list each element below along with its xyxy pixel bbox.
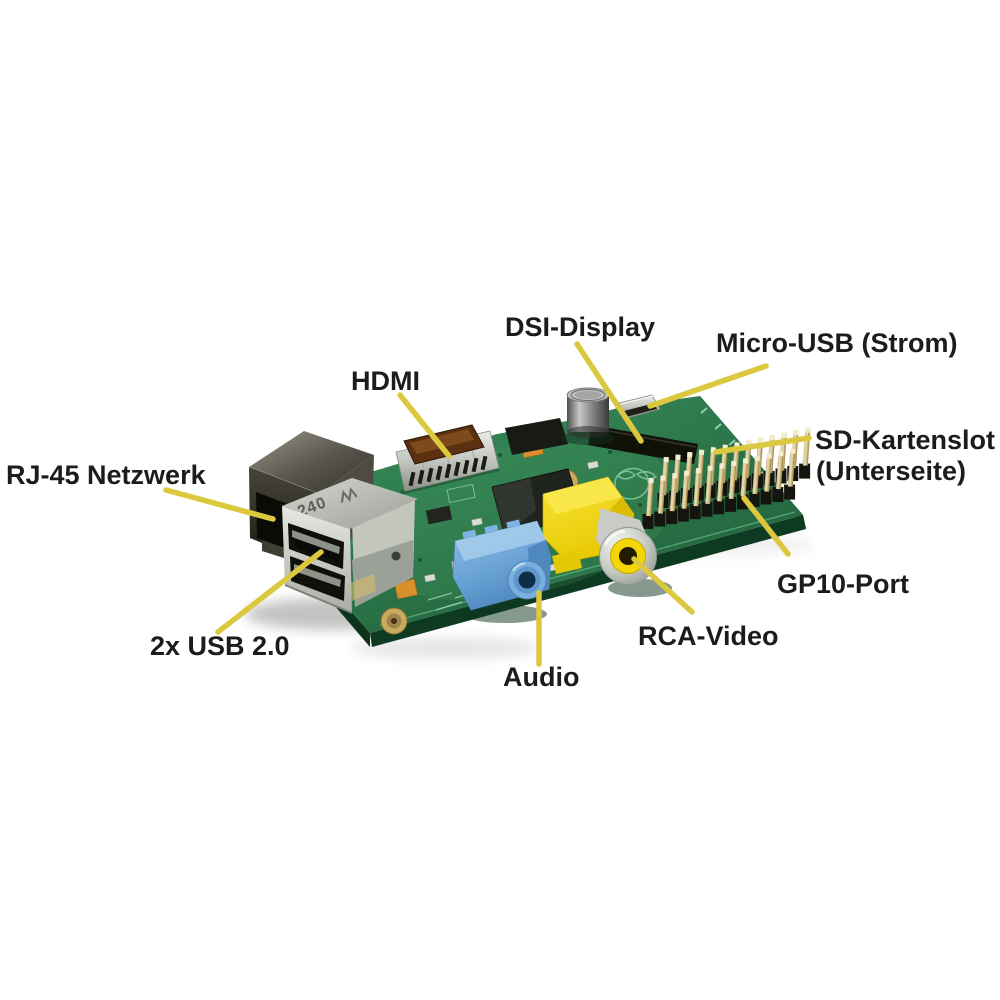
- gpio-pin: [642, 477, 654, 529]
- dsi-connector-edge: [591, 427, 697, 448]
- gpio-pin: [725, 460, 737, 512]
- dsi-connector: [588, 425, 698, 464]
- gpio-pin: [713, 463, 725, 515]
- audio-connector: [452, 519, 552, 623]
- gpio-pin: [654, 475, 666, 527]
- gpio-pin-header: [642, 427, 811, 529]
- gpio-pin: [784, 448, 796, 500]
- label-sd-line1: SD-Kartenslot: [815, 425, 995, 455]
- leader-rj45: [163, 487, 276, 522]
- annotation-labels: RJ-45 Netzwerk 2x USB 2.0 HDMI DSI-Displ…: [6, 312, 995, 692]
- capacitor: [562, 387, 614, 445]
- label-rca: RCA-Video: [638, 621, 779, 651]
- rca-video-connector: [542, 476, 672, 597]
- label-hdmi: HDMI: [351, 366, 420, 396]
- label-gpio: GP10-Port: [777, 569, 909, 599]
- gpio-pin: [701, 465, 713, 517]
- hdmi-pins: [408, 455, 488, 487]
- gpio-pin: [666, 473, 678, 525]
- gpio-pin: [736, 458, 749, 510]
- label-usb: 2x USB 2.0: [150, 631, 290, 661]
- leader-dsi: [574, 341, 644, 444]
- gpio-pin: [748, 455, 761, 507]
- leader-sd-slot: [713, 435, 812, 455]
- label-rj45: RJ-45 Netzwerk: [6, 460, 207, 490]
- leader-rca: [631, 556, 695, 615]
- gpio-pin: [677, 470, 690, 522]
- leader-usb: [215, 549, 324, 635]
- usb-connector-stack: 240: [282, 478, 418, 614]
- gpio-pin: [772, 450, 784, 503]
- shadow-under-board-front: [350, 637, 540, 659]
- gold-pad-b: [380, 607, 408, 635]
- leader-micro-usb: [647, 363, 769, 409]
- silkscreen-outline: [446, 483, 476, 504]
- label-audio: Audio: [503, 662, 579, 692]
- small-dark-chip: [425, 505, 453, 525]
- label-micro-usb: Micro-USB (Strom): [716, 328, 958, 358]
- leader-hdmi: [397, 392, 452, 459]
- rear-dark-component: [505, 418, 568, 455]
- soc-chip-sheen: [492, 478, 536, 536]
- hdmi-connector: [395, 424, 500, 495]
- gpio-pin: [689, 468, 702, 520]
- gpio-pin: [799, 427, 811, 479]
- label-dsi: DSI-Display: [505, 312, 655, 342]
- leader-gpio: [741, 495, 791, 557]
- gpio-pin: [760, 453, 772, 505]
- leader-lines: [163, 341, 812, 667]
- label-sd-line2: (Unterseite): [816, 456, 966, 486]
